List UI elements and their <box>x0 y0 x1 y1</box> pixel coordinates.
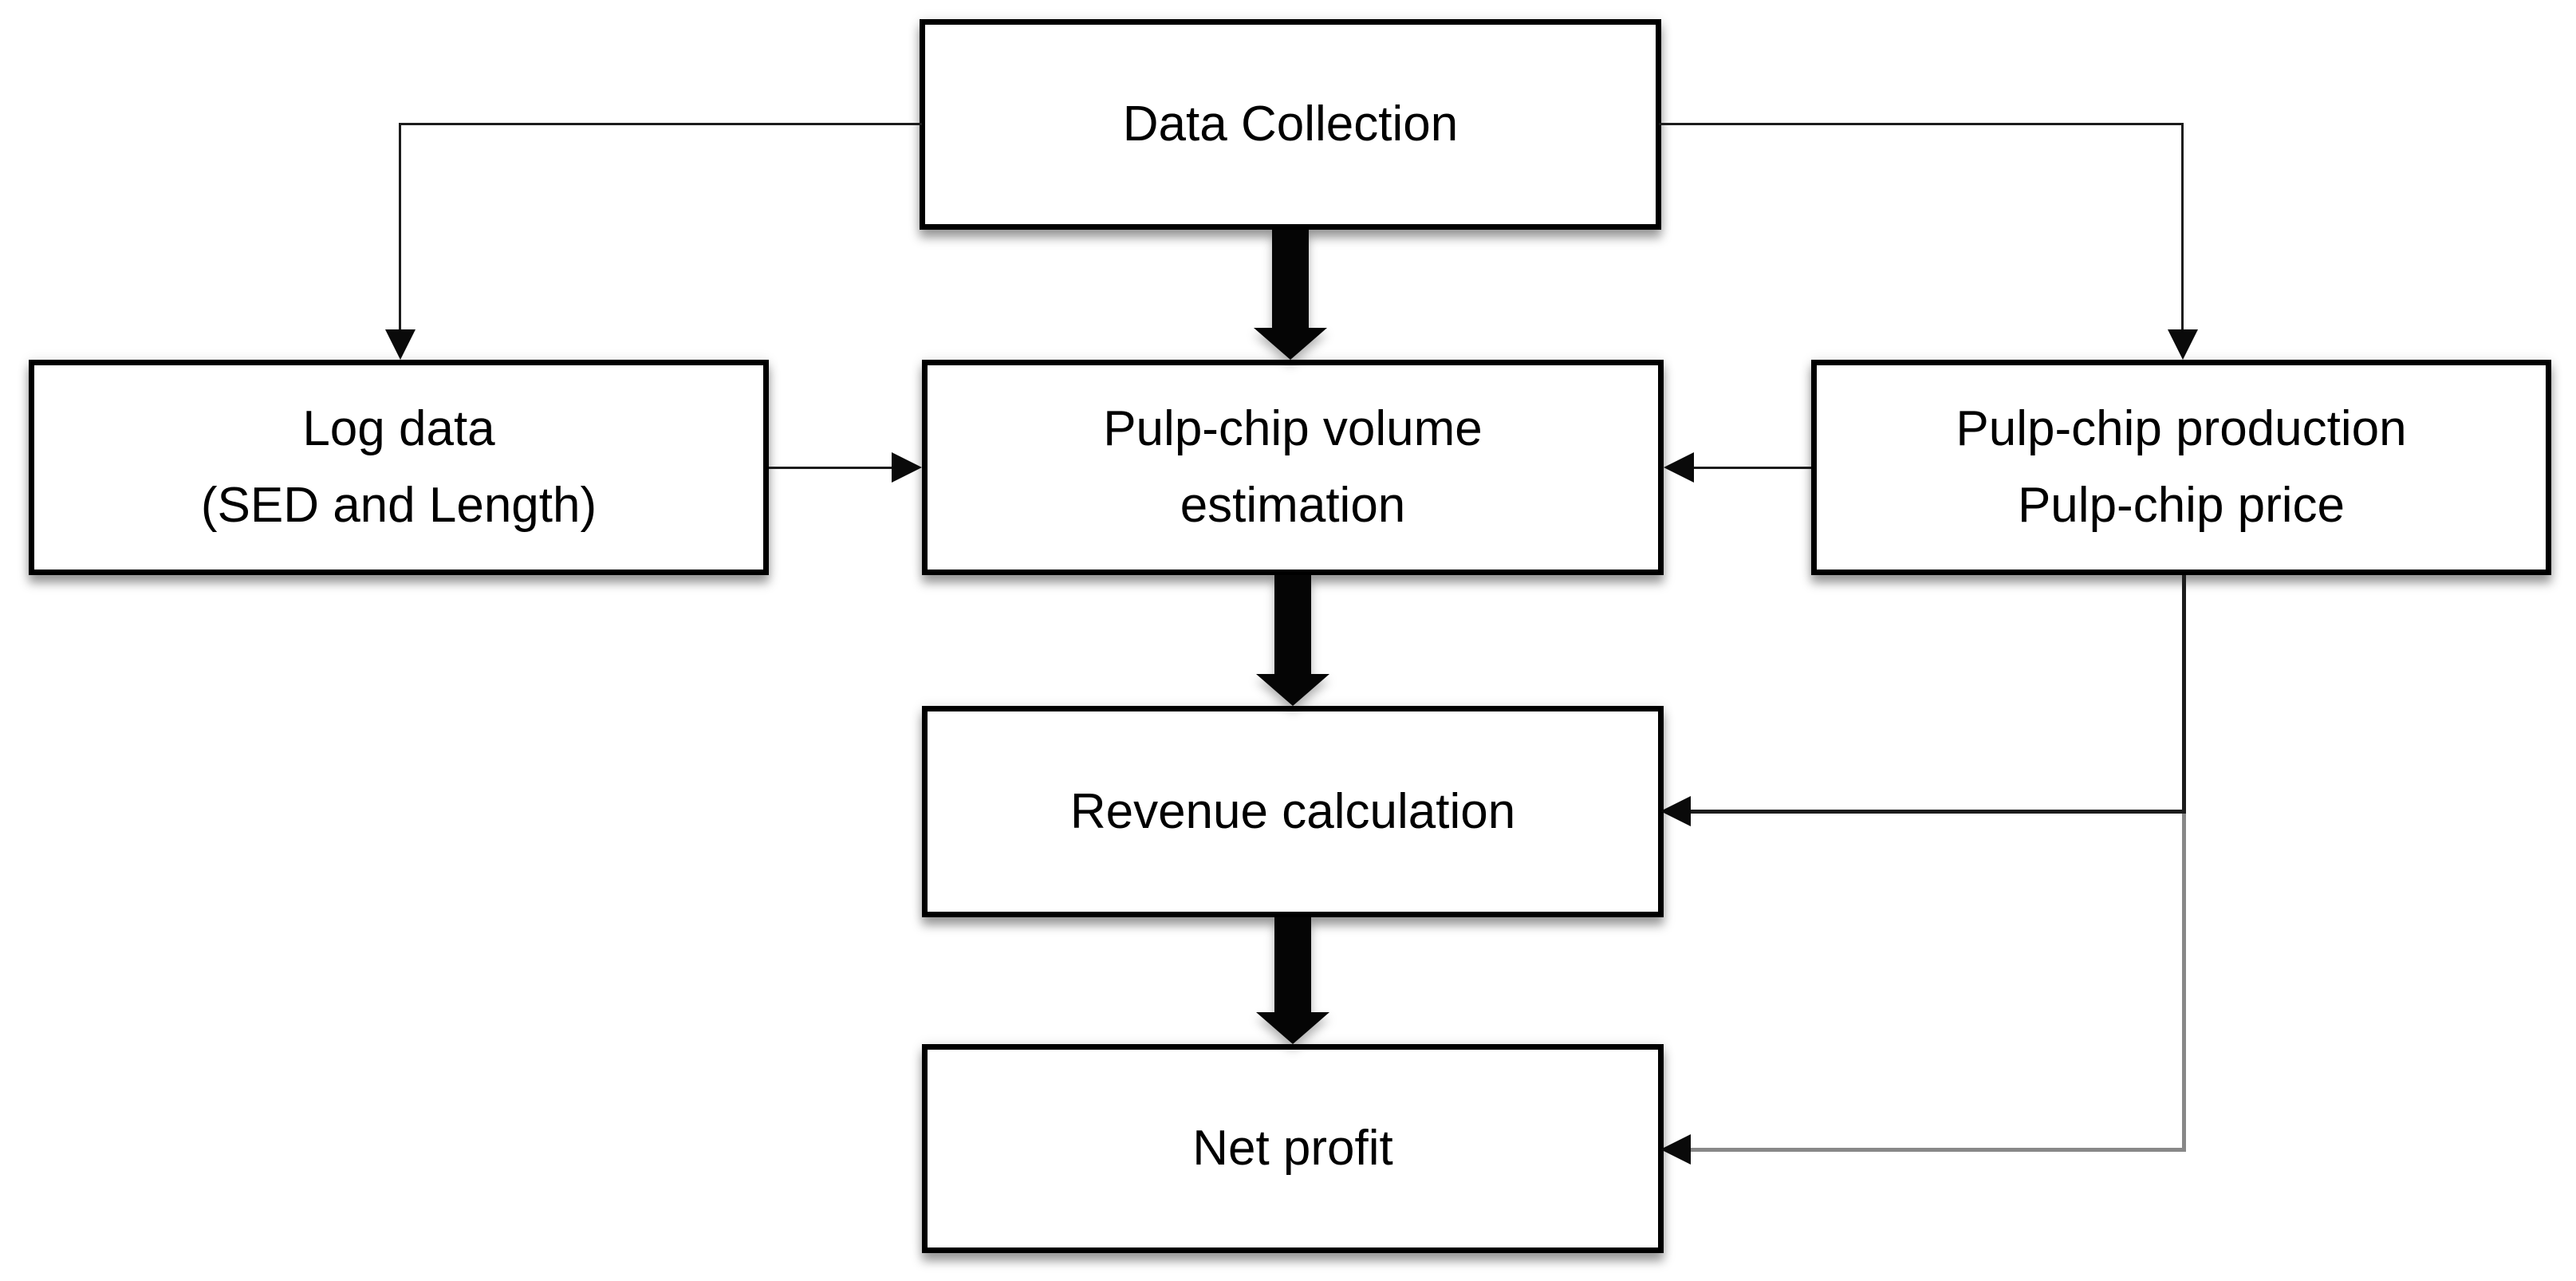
node-revenue-label: Revenue calculation <box>1069 783 1516 839</box>
thick-arrow-shaft <box>1274 917 1311 1013</box>
connector-dc-to-production-horizontal <box>1659 123 2184 125</box>
node-log-data-label-line1: Log data <box>302 401 495 456</box>
thick-arrowhead-down-icon <box>1256 1012 1329 1044</box>
node-log-data: Log data (SED and Length) <box>29 360 769 575</box>
connector-down-to-netprofit-vertical <box>2182 814 2186 1152</box>
connector-logdata-to-volume <box>769 467 895 469</box>
thick-arrow-shaft <box>1272 230 1309 329</box>
node-production-label-line1: Pulp-chip production <box>1956 401 2407 456</box>
connector-to-revenue-horizontal <box>1691 810 2186 814</box>
connector-dc-to-logdata-vertical <box>399 123 401 333</box>
connector-production-down-vertical <box>2182 575 2186 814</box>
node-log-data-label-line2: (SED and Length) <box>200 478 597 533</box>
connector-dc-to-logdata-horizontal <box>399 123 922 125</box>
thick-arrowhead-down-icon <box>1256 674 1329 706</box>
node-volume-label-line1: Pulp-chip volume <box>1103 401 1483 456</box>
node-data-collection-label: Data Collection <box>1122 97 1459 152</box>
connector-production-to-volume <box>1691 467 1811 469</box>
arrowhead-into-logdata-icon <box>385 329 416 360</box>
node-revenue-calculation: Revenue calculation <box>922 706 1664 917</box>
node-net-profit-label: Net profit <box>1192 1121 1393 1176</box>
arrowhead-into-production-icon <box>2168 329 2198 360</box>
node-data-collection: Data Collection <box>920 19 1661 230</box>
arrowhead-into-volume-left-icon <box>892 452 922 483</box>
node-net-profit: Net profit <box>922 1044 1664 1253</box>
arrowhead-into-netprofit-icon <box>1660 1134 1691 1165</box>
connector-dc-to-production-vertical <box>2181 123 2184 333</box>
thick-arrow-shaft <box>1274 575 1311 675</box>
node-volume-label-line2: estimation <box>1180 478 1406 533</box>
node-pulp-chip-volume-estimation: Pulp-chip volume estimation <box>922 360 1664 575</box>
node-pulp-chip-production-price: Pulp-chip production Pulp-chip price <box>1811 360 2551 575</box>
node-production-label-line2: Pulp-chip price <box>2017 478 2346 533</box>
thick-arrowhead-down-icon <box>1254 328 1327 360</box>
arrowhead-into-volume-right-icon <box>1664 452 1694 483</box>
connector-to-netprofit-horizontal <box>1691 1148 2186 1152</box>
arrowhead-into-revenue-icon <box>1660 796 1691 826</box>
